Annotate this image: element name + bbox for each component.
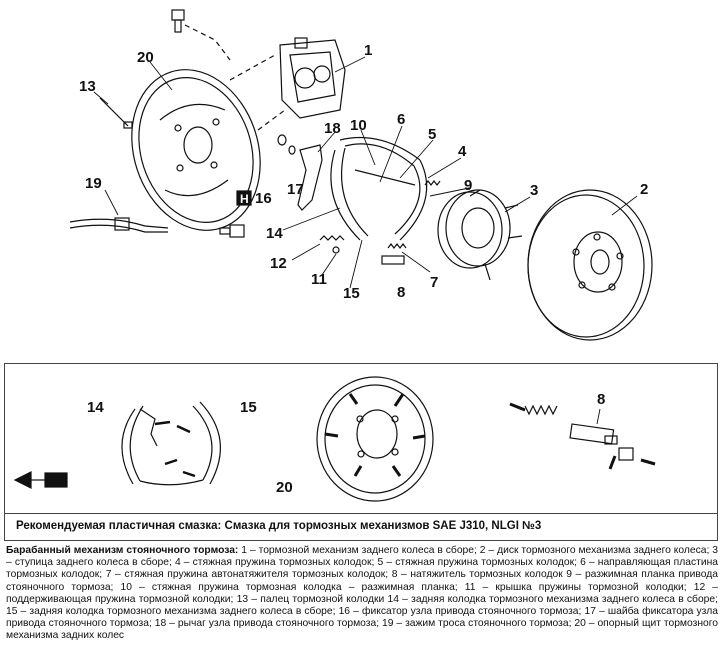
adjuster-lubrication-view bbox=[509, 402, 656, 470]
label-4: 4 bbox=[458, 143, 467, 160]
label-7: 7 bbox=[430, 274, 438, 291]
backing-plate bbox=[131, 69, 261, 231]
springs bbox=[319, 180, 441, 254]
label-10: 10 bbox=[350, 117, 367, 134]
shoe-pin bbox=[99, 97, 133, 129]
label-11: 11 bbox=[311, 271, 327, 288]
label-19: 19 bbox=[85, 175, 102, 192]
lower-label-8: 8 bbox=[597, 391, 605, 408]
lower-label-15: 15 bbox=[240, 399, 257, 416]
lubrication-panel: 14 15 20 8 bbox=[4, 363, 718, 541]
caption-body: 1 – тормозной механизм заднего колеса в … bbox=[6, 545, 719, 642]
brake-disc bbox=[527, 189, 653, 341]
label-8: 8 bbox=[397, 284, 405, 301]
bolt-top bbox=[171, 9, 185, 33]
caliper-assembly bbox=[279, 37, 346, 119]
adjuster bbox=[381, 255, 405, 265]
parking-brake-cable bbox=[69, 217, 169, 233]
label-16: 16 bbox=[255, 190, 272, 207]
backing-plate-lubrication-view bbox=[316, 376, 434, 502]
label-1: 1 bbox=[364, 42, 372, 59]
label-9: 9 bbox=[464, 177, 472, 194]
label-3: 3 bbox=[530, 182, 538, 199]
lower-label-14: 14 bbox=[87, 399, 104, 416]
label-18: 18 bbox=[324, 120, 341, 137]
shoes-lubrication-view bbox=[121, 401, 221, 486]
brake-shoes bbox=[330, 136, 428, 241]
leader-lines bbox=[93, 56, 638, 289]
bolt-lower bbox=[219, 224, 245, 238]
label-20: 20 bbox=[137, 49, 154, 66]
h-marker-label: H bbox=[240, 192, 249, 206]
retainer-and-washer bbox=[277, 134, 296, 155]
hub-assembly bbox=[437, 189, 523, 281]
label-5: 5 bbox=[428, 126, 436, 143]
label-14: 14 bbox=[266, 225, 283, 242]
label-12: 12 bbox=[270, 255, 287, 272]
label-13: 13 bbox=[79, 78, 96, 95]
exploded-view-diagram: H 1 2 3 4 5 6 7 8 9 10 11 12 13 14 15 16… bbox=[69, 9, 653, 341]
label-2: 2 bbox=[640, 181, 648, 198]
lower-label-20: 20 bbox=[276, 479, 293, 496]
figure-caption: Барабанный механизм стояночного тормоза:… bbox=[6, 545, 718, 643]
label-15: 15 bbox=[343, 285, 360, 302]
label-6: 6 bbox=[397, 111, 405, 128]
caption-title: Барабанный механизм стояночного тормоза: bbox=[6, 545, 239, 556]
recommended-grease-note: Рекомендуемая пластичная смазка: Смазка … bbox=[4, 513, 718, 541]
parking-lever bbox=[297, 144, 323, 211]
grease-direction-icon bbox=[13, 471, 68, 489]
label-17: 17 bbox=[287, 181, 304, 198]
